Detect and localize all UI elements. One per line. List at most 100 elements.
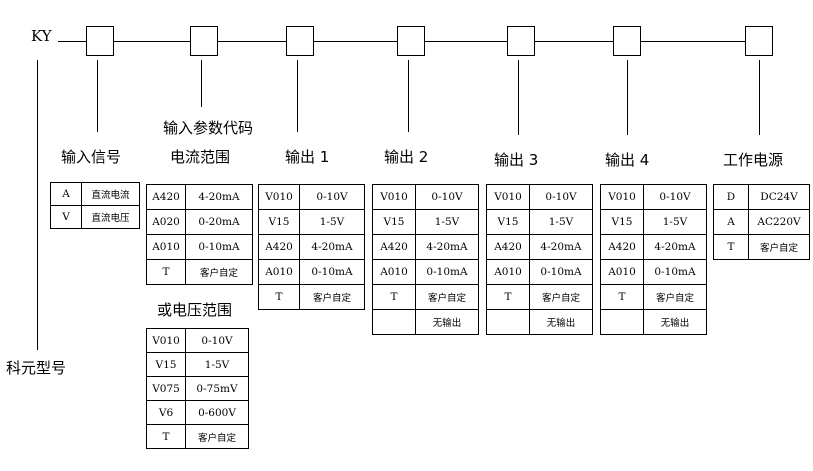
option-code: V010	[600, 184, 644, 210]
model-prefix: KY	[31, 27, 52, 45]
option-code	[486, 309, 530, 335]
option-code: V15	[146, 352, 186, 377]
option-description: 0-10mA	[415, 259, 479, 285]
option-code: A010	[258, 259, 300, 285]
param-code-label: 输入参数代码	[163, 119, 254, 137]
title-voltage-range: 或电压范围	[157, 301, 233, 319]
option-description: 0-10V	[185, 328, 249, 353]
option-description: 直流电压	[81, 205, 140, 229]
option-code: T	[713, 234, 749, 260]
option-description: 0-20mA	[185, 209, 253, 235]
connector-range	[201, 60, 202, 107]
code-line	[114, 41, 190, 42]
option-description: 无输出	[643, 309, 707, 335]
option-code	[372, 309, 416, 335]
option-code: T	[146, 424, 186, 449]
code-line	[425, 41, 507, 42]
option-code: A020	[146, 209, 186, 235]
option-code: T	[146, 259, 186, 285]
option-code: T	[258, 284, 300, 310]
option-description: 无输出	[415, 309, 479, 335]
option-code: V15	[486, 209, 530, 235]
option-description: 0-10V	[415, 184, 479, 210]
option-code: A	[713, 209, 749, 235]
option-code: A010	[486, 259, 530, 285]
option-code: A	[50, 182, 82, 206]
option-row: 无输出	[600, 309, 707, 335]
option-code: A010	[372, 259, 416, 285]
option-row: 无输出	[486, 309, 593, 335]
code-line	[535, 41, 613, 42]
title-current-range: 电流范围	[170, 148, 231, 166]
option-code: V15	[372, 209, 416, 235]
option-description: 4-20mA	[643, 234, 707, 260]
option-description: 1-5V	[529, 209, 593, 235]
title-input-signal: 输入信号	[61, 148, 122, 166]
option-description: 4-20mA	[529, 234, 593, 260]
option-description: 0-600V	[185, 400, 249, 425]
option-description: 0-10mA	[299, 259, 365, 285]
connector-output3	[518, 60, 519, 135]
option-code: V010	[486, 184, 530, 210]
option-code: V010	[258, 184, 300, 210]
model-label: 科元型号	[6, 359, 67, 377]
code-line	[58, 41, 86, 42]
option-code: A420	[486, 234, 530, 260]
code-box-input-signal	[86, 26, 114, 56]
title-output3: 输出 3	[494, 151, 539, 169]
option-code: A010	[146, 234, 186, 260]
option-description: 1-5V	[299, 209, 365, 235]
option-description: 客户自定	[299, 284, 365, 310]
connector-output2	[408, 60, 409, 132]
code-box-output3	[507, 26, 535, 56]
option-description: 客户自定	[185, 424, 249, 449]
option-code: T	[600, 284, 644, 310]
code-box-output2	[397, 26, 425, 56]
title-output4: 输出 4	[605, 151, 650, 169]
option-description: 客户自定	[185, 259, 253, 285]
option-code: V15	[600, 209, 644, 235]
option-description: 0-10mA	[185, 234, 253, 260]
code-box-output4	[613, 26, 641, 56]
connector-output4	[627, 60, 628, 135]
option-description: 0-10mA	[643, 259, 707, 285]
option-description: 1-5V	[643, 209, 707, 235]
title-output1: 输出 1	[285, 148, 330, 166]
option-description: 1-5V	[185, 352, 249, 377]
option-description: 0-10V	[529, 184, 593, 210]
option-code: D	[713, 184, 749, 210]
